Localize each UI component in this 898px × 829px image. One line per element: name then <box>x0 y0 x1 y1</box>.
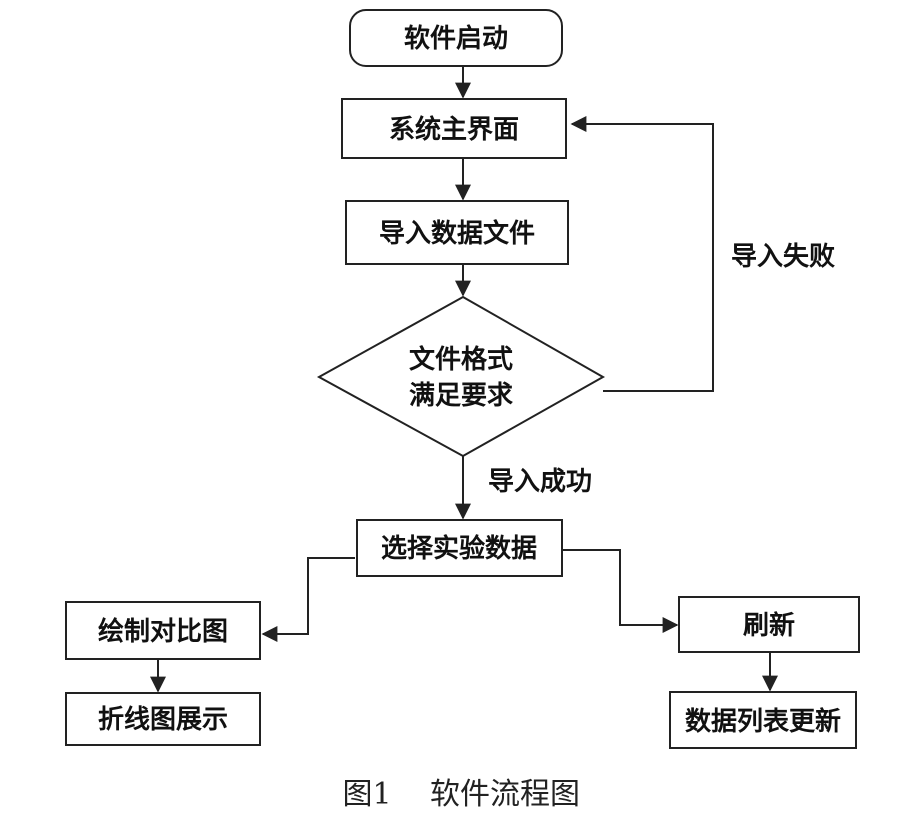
node-import-file-label: 导入数据文件 <box>379 218 535 249</box>
node-format-check-line1: 文件格式 <box>409 344 513 375</box>
node-refresh-label: 刷新 <box>743 610 795 641</box>
node-import-file: 导入数据文件 <box>345 200 569 265</box>
node-list-update: 数据列表更新 <box>669 691 857 749</box>
node-start-label: 软件启动 <box>404 23 508 54</box>
node-format-check: 文件格式 满足要求 <box>316 295 606 458</box>
node-line-chart-label: 折线图展示 <box>98 705 228 735</box>
node-main-ui-label: 系统主界面 <box>389 114 519 145</box>
node-list-update-label: 数据列表更新 <box>685 706 841 737</box>
figure-title: 软件流程图 <box>430 777 580 812</box>
figure-number: 图1 <box>342 777 391 812</box>
edge-select-to-refresh <box>562 549 679 633</box>
node-draw-compare: 绘制对比图 <box>65 601 261 660</box>
edge-select-to-draw <box>261 557 355 642</box>
node-select-data: 选择实验数据 <box>356 519 563 577</box>
node-refresh: 刷新 <box>678 596 860 653</box>
node-draw-compare-label: 绘制对比图 <box>98 616 228 647</box>
node-main-ui: 系统主界面 <box>341 98 567 159</box>
edge-label-import-success: 导入成功 <box>488 467 592 497</box>
node-start: 软件启动 <box>349 9 563 67</box>
edge-label-import-fail: 导入失败 <box>731 242 835 272</box>
node-line-chart: 折线图展示 <box>65 692 261 746</box>
edge-fail-loop <box>570 116 714 392</box>
node-format-check-line2: 满足要求 <box>409 381 513 411</box>
node-select-data-label: 选择实验数据 <box>381 533 537 564</box>
